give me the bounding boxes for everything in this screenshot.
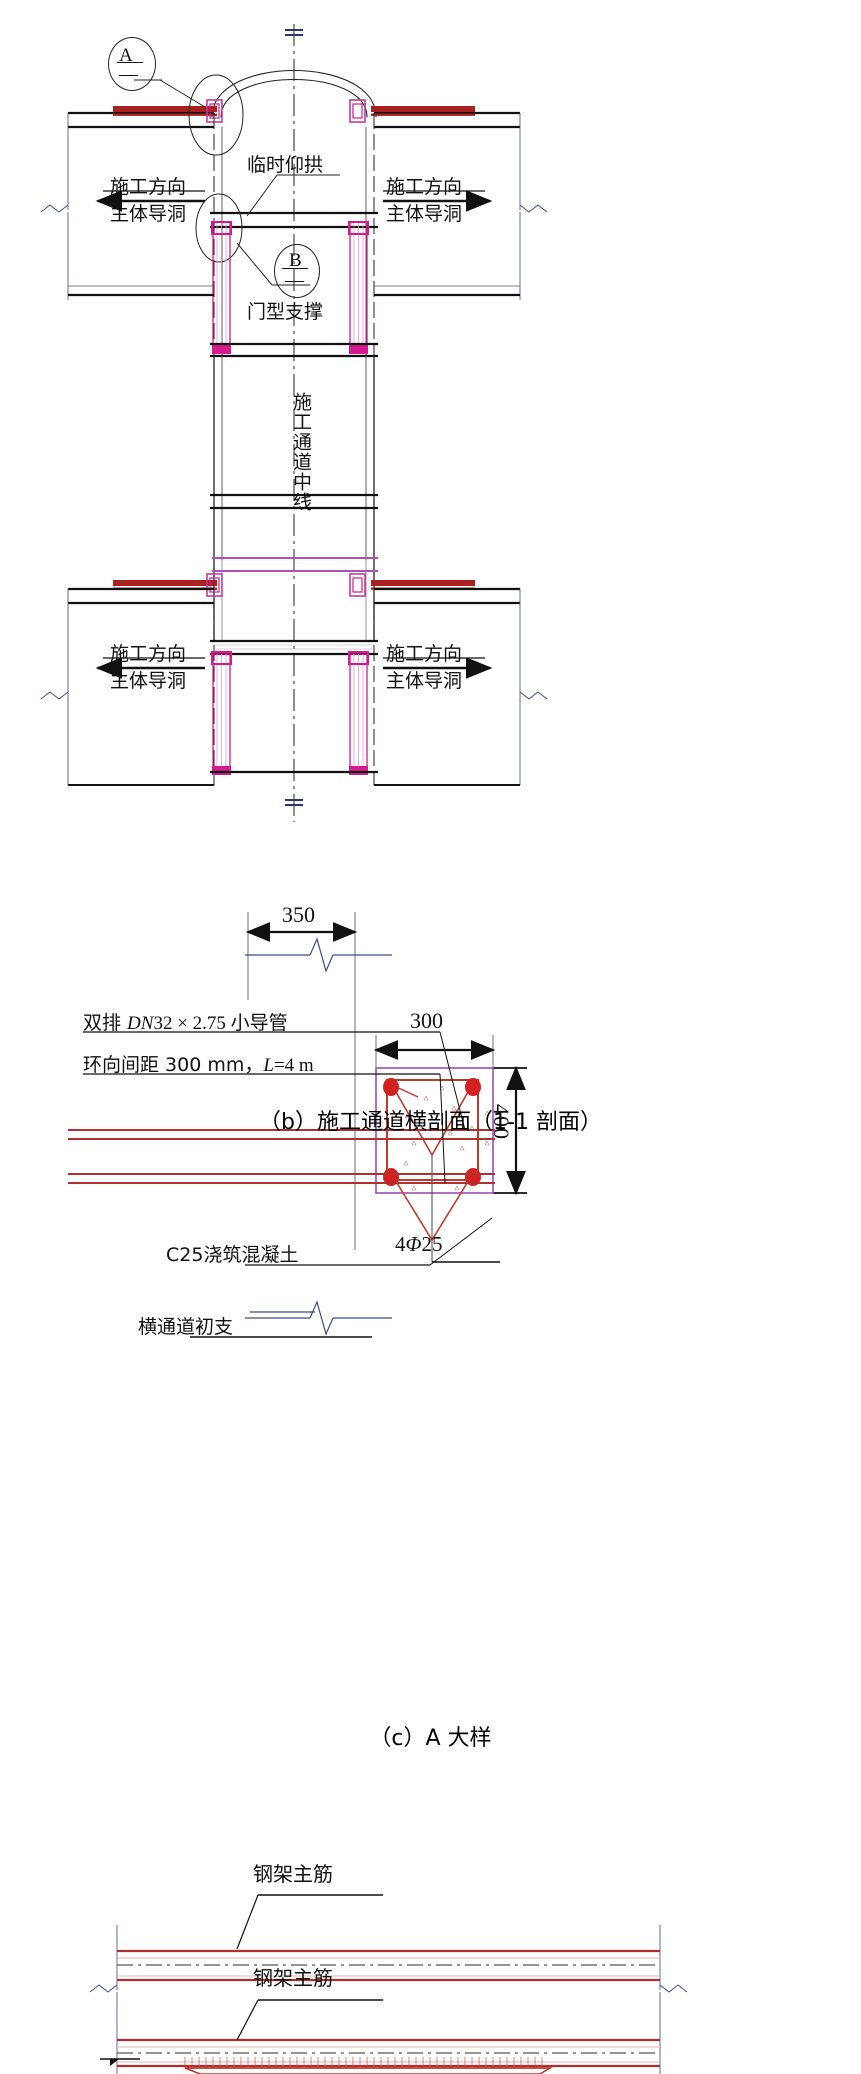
- label-portal-support: 门型支撑: [247, 301, 324, 323]
- rebar-size: 25: [421, 1232, 443, 1256]
- label-direction-top-right-2: 主体导洞: [386, 203, 463, 225]
- pipe-line1-mid: 32 × 2.75: [153, 1013, 231, 1034]
- label-c25-concrete: C25浇筑混凝土: [166, 1244, 299, 1266]
- rebar-symbol: Φ: [405, 1232, 422, 1256]
- label-rebar-spec: 4Φ25: [395, 1232, 443, 1257]
- label-direction-bot-left-2: 主体导洞: [110, 670, 187, 692]
- dim-350: 350: [282, 902, 315, 927]
- label-small-pipe-line1: 双排 DN32 × 2.75 小导管: [83, 1008, 288, 1035]
- dim-300: 300: [410, 1008, 443, 1033]
- caption-figure-c: （c）A 大样: [369, 1726, 492, 1751]
- label-direction-top-left-1: 施工方向: [110, 176, 187, 198]
- label-small-pipe-line2: 环向间距 300 mm，L=4 m: [83, 1050, 314, 1077]
- figure-d-group: [89, 1894, 688, 2074]
- label-temporary-invert: 临时仰拱: [247, 154, 324, 176]
- rebar-count: 4: [395, 1232, 406, 1256]
- label-cross-passage-support: 横通道初支: [138, 1316, 234, 1338]
- label-direction-top-right-1: 施工方向: [386, 176, 463, 198]
- label-direction-bot-right-1: 施工方向: [386, 643, 463, 665]
- label-main-rebar-top: 钢架主筋: [253, 1862, 333, 1886]
- dim-400: 400: [489, 1104, 514, 1140]
- pipe-line1-prefix: 双排: [83, 1012, 128, 1034]
- callout-b-letter: B: [289, 250, 302, 271]
- label-passage-centerline: 施工通道中线: [290, 392, 312, 512]
- callout-a-bubble: [108, 37, 156, 91]
- pipe-line1-suffix: 小导管: [230, 1012, 288, 1034]
- callout-b-bubble: [274, 244, 320, 298]
- figure-b-group: [40, 24, 548, 822]
- figure-c-group: [68, 912, 527, 1338]
- pipe-line2-suffix: =4 m: [273, 1055, 314, 1076]
- label-direction-top-left-2: 主体导洞: [110, 203, 187, 225]
- callout-b-dash: —: [285, 270, 304, 291]
- label-direction-bot-left-1: 施工方向: [110, 643, 187, 665]
- label-direction-bot-right-2: 主体导洞: [386, 670, 463, 692]
- label-main-rebar-bottom: 钢架主筋: [253, 1966, 333, 1990]
- caption-figure-b: （b）施工通道横剖面（1-1 剖面）: [259, 1110, 602, 1135]
- pipe-line2-prefix: 环向间距 300 mm，: [83, 1054, 264, 1076]
- pipe-line2-italic: L: [263, 1055, 274, 1076]
- pipe-line1-italic: DN: [127, 1013, 154, 1034]
- callout-b-divider: [282, 268, 308, 269]
